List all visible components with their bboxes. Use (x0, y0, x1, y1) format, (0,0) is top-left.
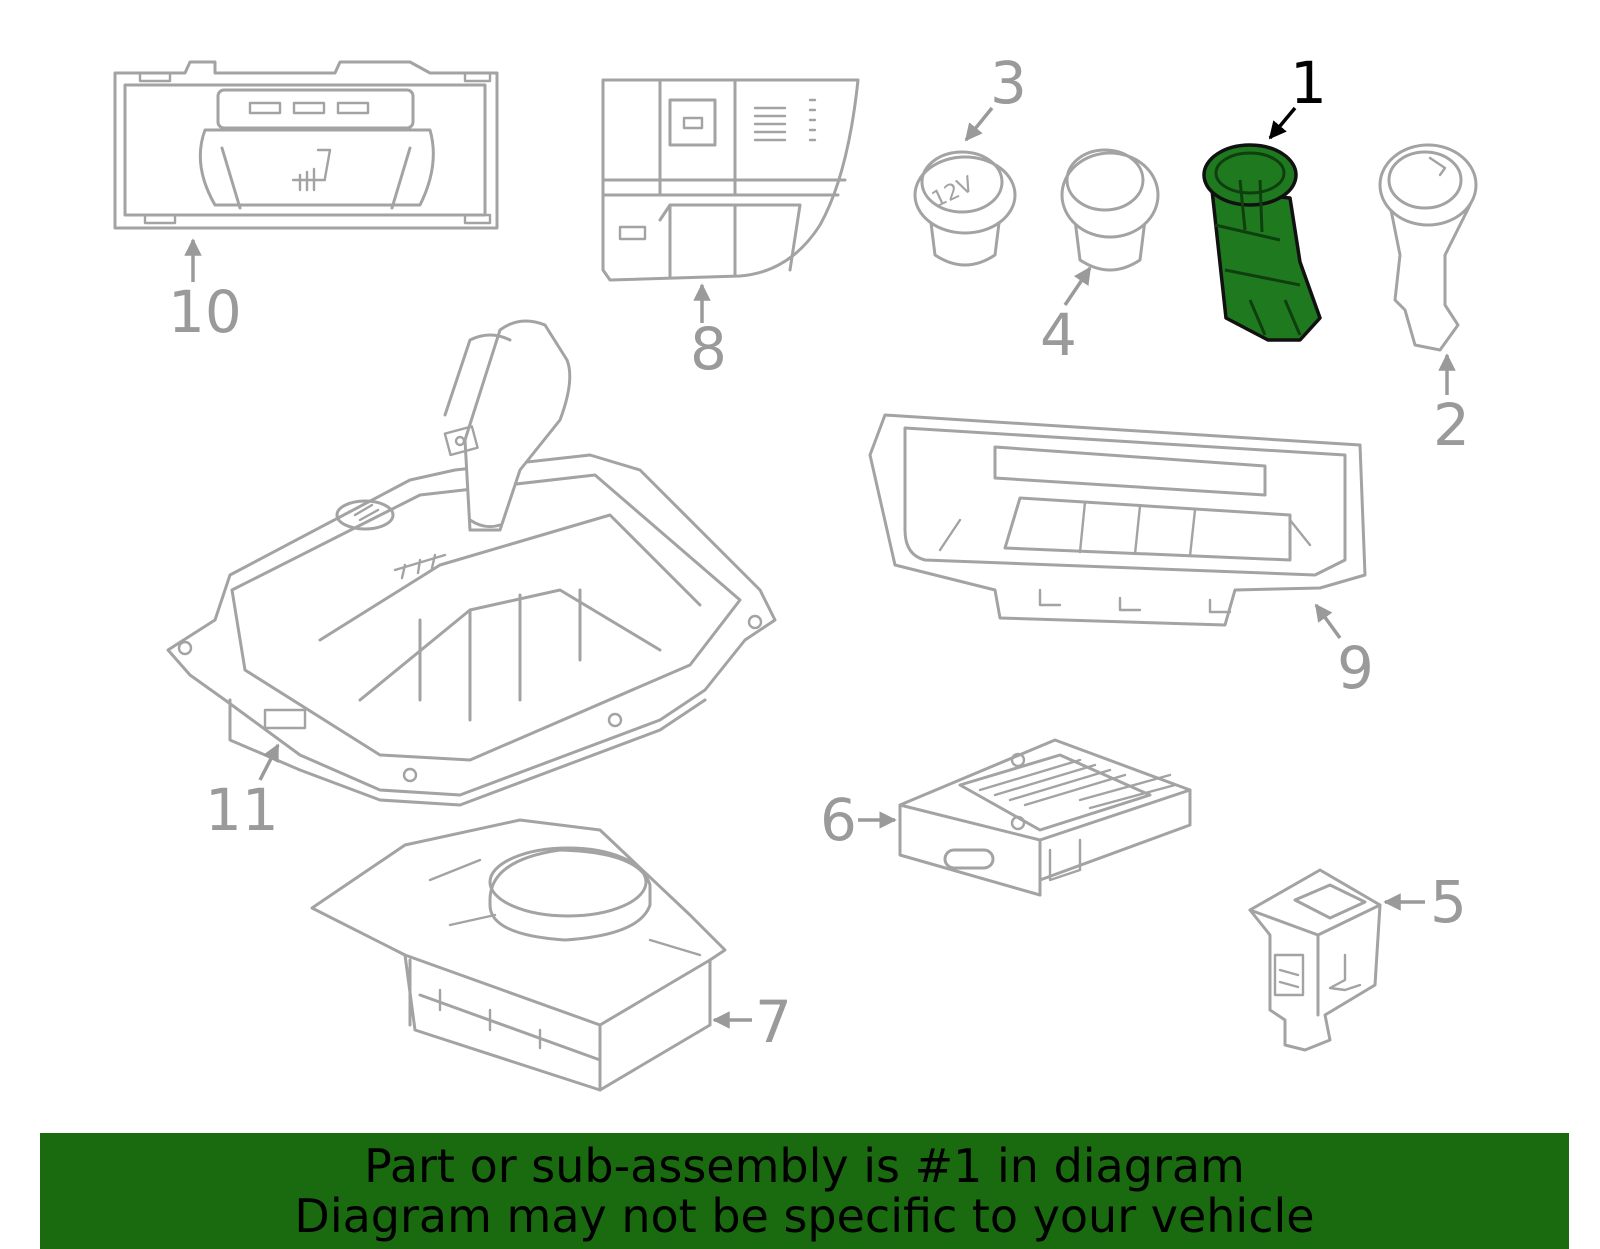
part-11-gear-selector-console[interactable] (166, 319, 777, 807)
part-5-usb-port[interactable] (1248, 868, 1382, 1052)
callout-7-label: 7 (755, 988, 792, 1056)
callout-7: 7 (712, 988, 792, 1056)
banner-line-2: Diagram may not be specific to your vehi… (294, 1189, 1315, 1243)
callout-5-label: 5 (1430, 868, 1467, 936)
callout-6-label: 6 (820, 786, 857, 854)
callout-10: 10 (168, 238, 242, 346)
callout-1: 1 (1268, 49, 1327, 140)
part-8-switch-panel[interactable] (601, 78, 860, 282)
callout-4: 4 (1040, 266, 1092, 369)
callout-3: 3 (964, 49, 1027, 142)
callout-1-label: 1 (1290, 49, 1327, 117)
info-banner: Part or sub-assembly is #1 in diagram Di… (40, 1133, 1569, 1249)
callout-9-label: 9 (1337, 634, 1374, 702)
callout-6: 6 (820, 786, 897, 854)
part-3-socket-cap[interactable]: 12V (913, 150, 1017, 267)
callout-2-label: 2 (1433, 391, 1470, 459)
part-9-climate-control-panel[interactable] (868, 413, 1367, 627)
callout-8-label: 8 (690, 315, 727, 383)
part-4-socket-cap[interactable] (1060, 148, 1160, 272)
callout-9: 9 (1314, 603, 1374, 702)
part-10-seat-heater-switch[interactable] (113, 60, 499, 230)
banner-line-1: Part or sub-assembly is #1 in diagram (364, 1139, 1245, 1193)
callout-10-label: 10 (168, 278, 242, 346)
callout-4-label: 4 (1040, 301, 1077, 369)
callout-11-label: 11 (205, 776, 279, 844)
callout-11: 11 (205, 743, 280, 844)
callout-3-label: 3 (990, 49, 1027, 117)
part-1-socket-housing[interactable] (1202, 143, 1322, 342)
callout-8: 8 (690, 283, 727, 383)
part-6-usb-module[interactable] (898, 738, 1192, 897)
part-7-controller[interactable] (310, 818, 727, 1092)
part-2-socket-housing[interactable] (1378, 143, 1478, 352)
callout-2: 2 (1433, 353, 1470, 459)
callout-5: 5 (1383, 868, 1467, 936)
